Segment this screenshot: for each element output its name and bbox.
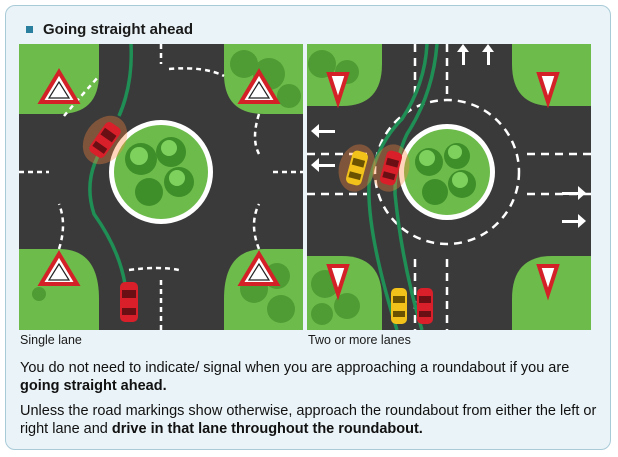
route-line-exit bbox=[117, 44, 133, 117]
lane-instruction: Unless the road markings show otherwise,… bbox=[20, 402, 600, 438]
signal-instruction-emphasis: going straight ahead. bbox=[20, 378, 167, 394]
square-bullet-icon bbox=[26, 26, 33, 33]
section-title: Going straight ahead bbox=[43, 21, 194, 38]
single-lane-caption: Single lane bbox=[20, 333, 82, 347]
lane-instruction-emphasis: drive in that lane throughout the rounda… bbox=[111, 421, 423, 437]
multi-lane-caption: Two or more lanes bbox=[308, 333, 411, 347]
red-car-icon bbox=[372, 144, 410, 192]
signal-instruction-text: You do not need to indicate/ signal when… bbox=[20, 360, 570, 376]
give-way-sign-icon bbox=[37, 68, 81, 104]
yellow-car-icon bbox=[338, 144, 376, 192]
multi-lane-diagram bbox=[307, 44, 591, 330]
red-car-icon bbox=[120, 282, 138, 322]
red-car-icon bbox=[417, 288, 433, 324]
lane-instruction-text: Unless the road markings show otherwise,… bbox=[20, 403, 597, 437]
red-car-icon bbox=[82, 115, 128, 165]
single-lane-diagram bbox=[19, 44, 303, 330]
section-heading: Going straight ahead bbox=[26, 21, 193, 38]
signal-instruction: You do not need to indicate/ signal when… bbox=[20, 359, 600, 395]
route-line-approach bbox=[88, 137, 127, 285]
grass-corner-bottom-left bbox=[19, 249, 99, 330]
yellow-car-icon bbox=[391, 288, 407, 324]
